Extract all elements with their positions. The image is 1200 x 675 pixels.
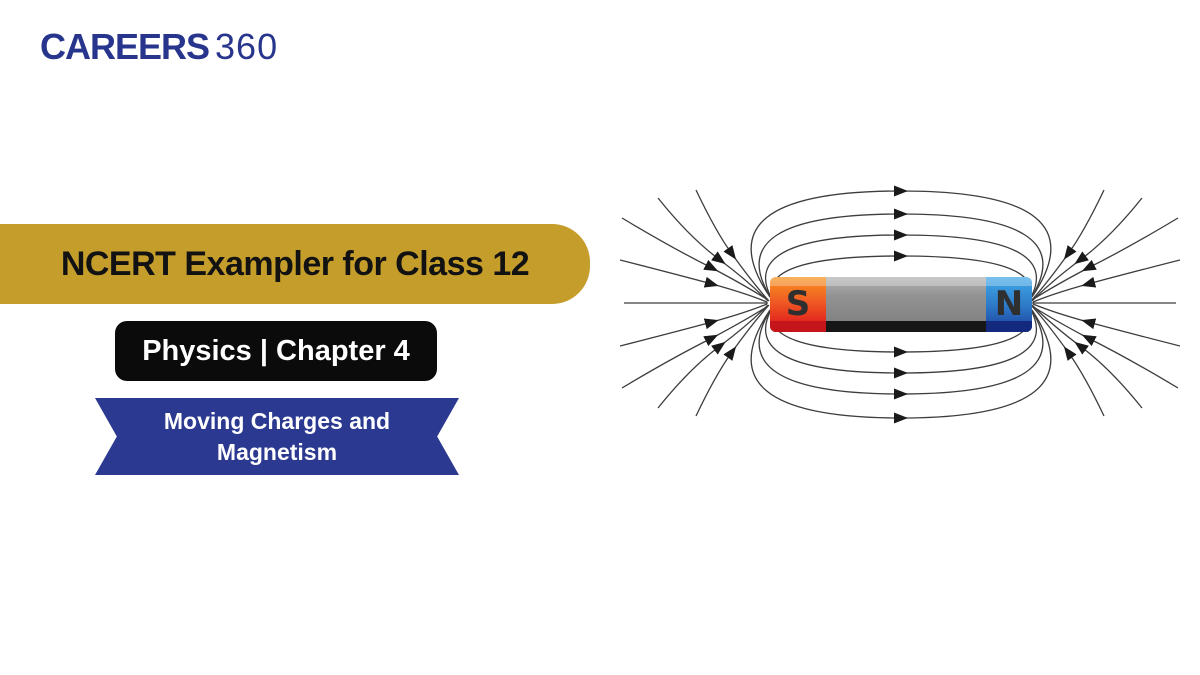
logo-text-bold: CAREERS	[40, 26, 210, 67]
bar-magnet: S N	[770, 277, 1032, 332]
page-title: NCERT Exampler for Class 12	[60, 244, 530, 283]
chapter-name-line2: Magnetism	[216, 438, 338, 465]
logo-text-light: 360	[215, 26, 279, 67]
chapter-name-line1: Moving Charges and	[163, 407, 391, 434]
careers360-logo: CAREERS 360	[40, 26, 278, 68]
field-lines-left	[619, 189, 770, 417]
title-banner: NCERT Exampler for Class 12	[0, 224, 590, 304]
bar-magnet-field-lines-icon: S N	[619, 185, 1181, 424]
subject-chapter-label: Physics | Chapter 4	[142, 334, 410, 367]
subject-chapter-badge: Physics | Chapter 4	[115, 321, 437, 381]
field-lines-right	[1030, 189, 1181, 417]
south-pole-label: S	[786, 284, 811, 324]
magnet-field-figure: S N	[619, 160, 1181, 480]
chapter-name-ribbon: Moving Charges and Magnetism	[95, 398, 459, 475]
north-pole-label: N	[995, 284, 1023, 324]
